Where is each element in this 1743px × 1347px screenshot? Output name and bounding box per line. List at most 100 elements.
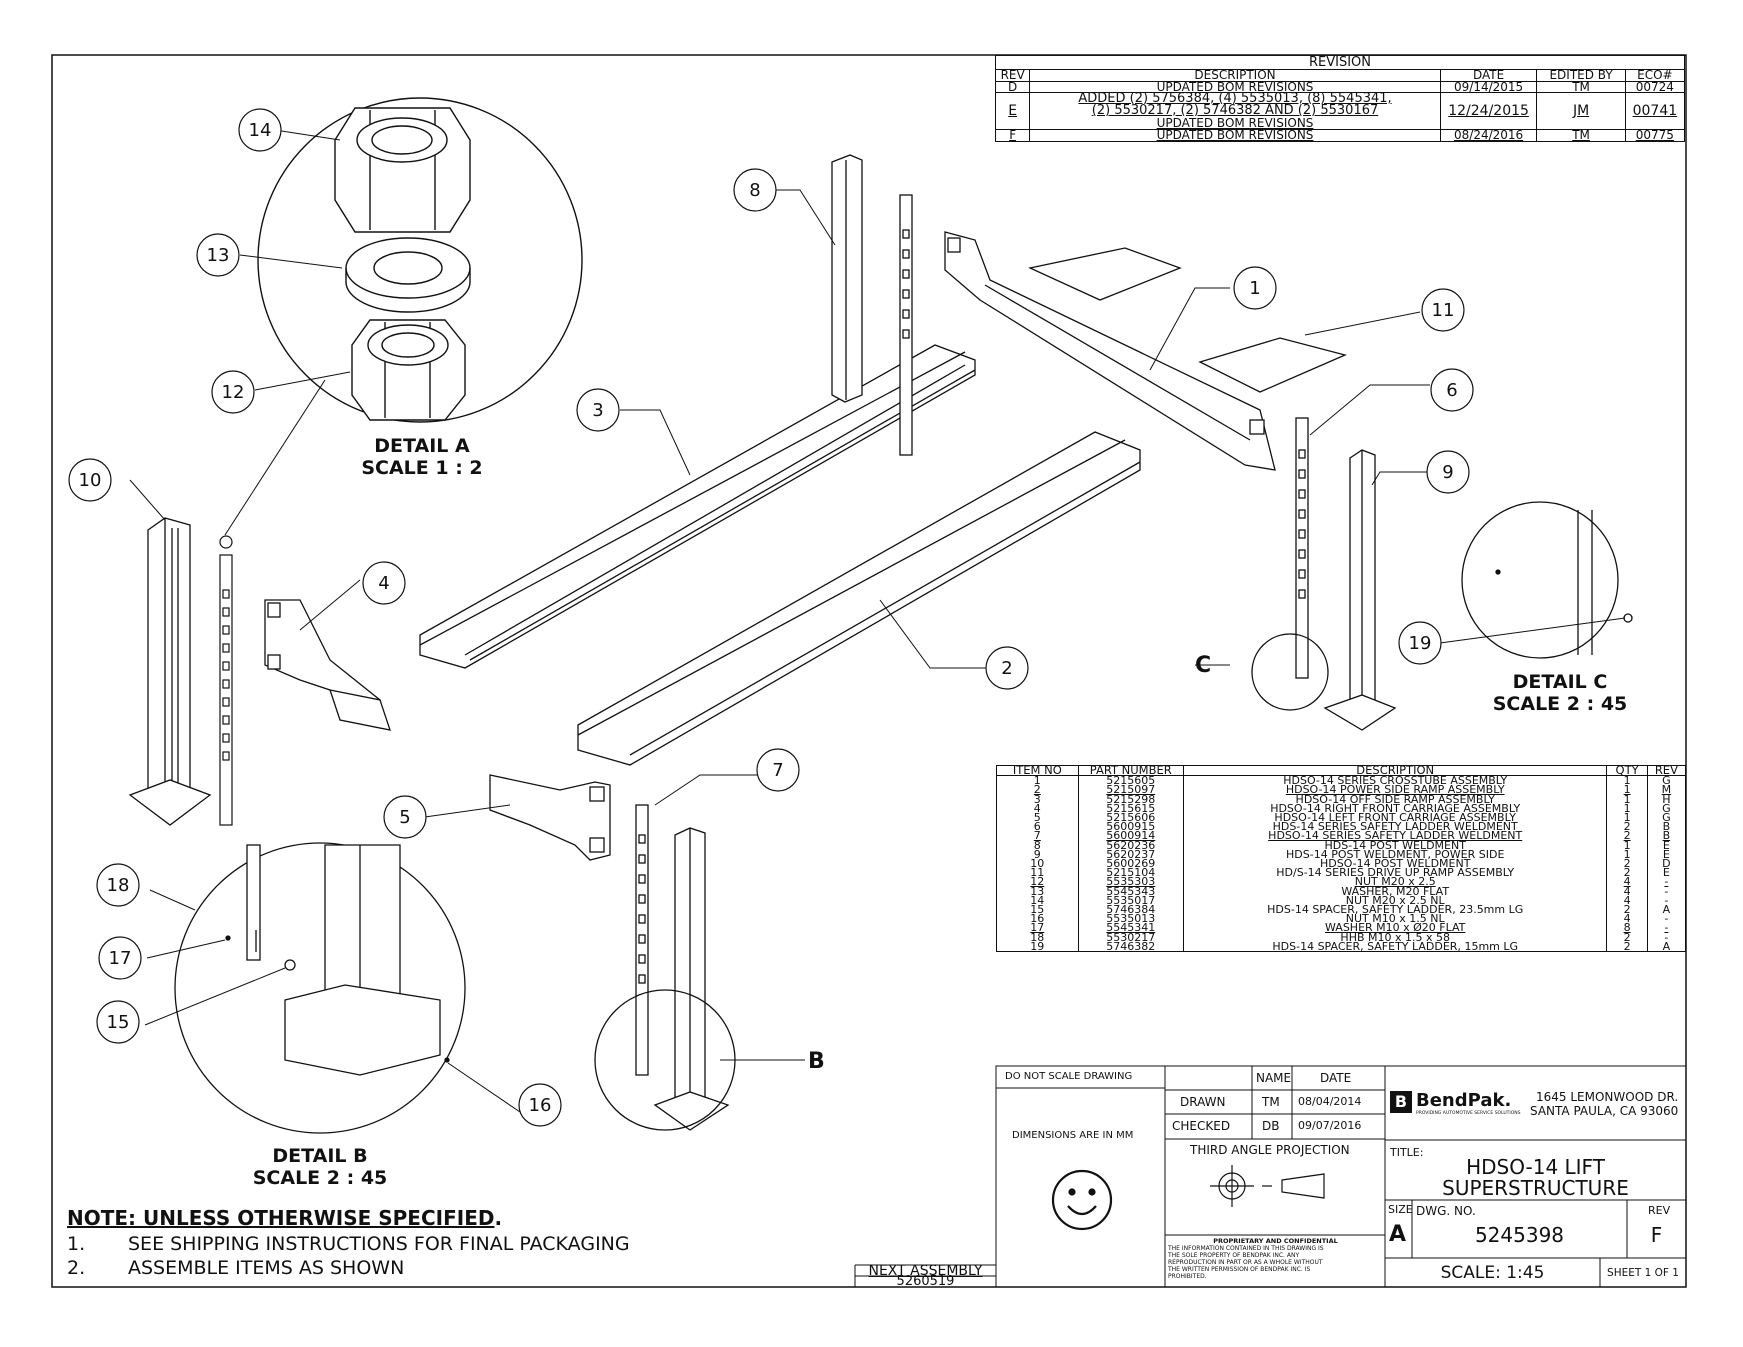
bom-header-row: ITEM NO PART NUMBER DESCRIPTION QTY REV (996, 764, 1687, 777)
bom-rev: G (1646, 813, 1687, 823)
notes-heading-suffix: . (494, 1206, 503, 1230)
scale-value: SCALE: 1:45 (1440, 1263, 1545, 1283)
balloon-6-label: 6 (1446, 380, 1457, 401)
bom-description: HDS-14 SPACER, SAFETY LADDER, 23.5mm LG (1182, 905, 1608, 915)
date-header: DATE (1320, 1071, 1352, 1085)
bom-part-number: 5545343 (1077, 886, 1184, 896)
address-line-2: SANTA PAULA, CA 93060 (1530, 1104, 1679, 1118)
bom-item-no: 11 (996, 868, 1079, 878)
sheet-border (51, 54, 1687, 1288)
detail-c-scale: SCALE 2 : 45 (1493, 693, 1628, 715)
bom-description: WASHER M10 x Ø20 FLAT (1182, 923, 1608, 933)
address-line-1: 1645 LEMONWOOD DR. (1536, 1090, 1679, 1104)
drawn-date: 08/04/2014 (1298, 1095, 1362, 1108)
left-front-carriage (489, 774, 611, 861)
bom-description: HDSO-14 POST WELDMENT (1182, 859, 1608, 869)
bom-part-number: 5535017 (1077, 895, 1184, 906)
rev-cell: F (994, 129, 1031, 142)
bom-description: HDSO-14 OFF SIDE RAMP ASSEMBLY (1182, 794, 1608, 804)
bom-item-no: 7 (996, 831, 1079, 841)
balloon-15-label: 15 (107, 1012, 130, 1033)
rev-desc-line: ADDED (2) 5756384, (4) 5535013, (8) 5545… (1078, 92, 1392, 106)
bom-description: HD/S-14 SERIES DRIVE UP RAMP ASSEMBLY (1182, 868, 1608, 878)
power-side-ramp (577, 431, 1141, 766)
bom-rev: A (1646, 941, 1687, 952)
off-side-ramp (419, 344, 976, 669)
name-header: NAME (1256, 1071, 1292, 1085)
bom-rev: - (1646, 932, 1687, 942)
title-block-lines (854, 1065, 1687, 1288)
bom-qty: 2 (1606, 822, 1648, 832)
bendpak-logo-icon: B (1390, 1091, 1412, 1113)
bill-of-materials: ITEM NO PART NUMBER DESCRIPTION QTY REV … (996, 764, 1687, 953)
bom-description: HDS-14 POST WELDMENT, POWER SIDE (1182, 849, 1608, 860)
rev-eco-cell: 00775 (1624, 129, 1686, 142)
balloon-5-label: 5 (399, 807, 410, 828)
bom-part-number: 5746382 (1077, 941, 1184, 952)
bom-qty: 1 (1606, 785, 1648, 795)
bom-item-no: 12 (996, 877, 1079, 887)
smiley-icon (1051, 1169, 1113, 1231)
detail-b-view (174, 842, 466, 1134)
size-label: SIZE (1388, 1203, 1413, 1216)
title-label: TITLE: (1390, 1146, 1424, 1159)
bom-description: HDSO-14 POWER SIDE RAMP ASSEMBLY (1182, 785, 1608, 795)
bom-part-number: 5600269 (1077, 859, 1184, 869)
proprietary-line: PROHIBITED. (1168, 1273, 1207, 1280)
rev-label: REV (1648, 1204, 1671, 1217)
note-1-text: SEE SHIPPING INSTRUCTIONS FOR FINAL PACK… (128, 1233, 630, 1255)
balloon-2-label: 2 (1001, 658, 1012, 679)
post-weldment-9 (1295, 417, 1397, 731)
bom-description: HDSO-14 LEFT FRONT CARRIAGE ASSEMBLY (1182, 813, 1608, 823)
bom-qty: 1 (1606, 803, 1648, 814)
bom-rev: - (1646, 895, 1687, 906)
bom-description: HHB M10 x 1.5 x 58 (1182, 932, 1608, 942)
balloon-19 (1398, 621, 1442, 665)
balloon-11 (1421, 288, 1465, 332)
dimensions-note: DIMENSIONS ARE IN MM (1012, 1130, 1134, 1141)
bom-part-number: 5535303 (1077, 877, 1184, 887)
balloon-9 (1426, 450, 1470, 494)
detail-a-scale: SCALE 1 : 2 (361, 457, 482, 479)
crosstube-assembly (944, 231, 1276, 471)
balloon-3 (576, 388, 620, 432)
bom-description: WASHER, M20 FLAT (1182, 886, 1608, 896)
bom-item-no: 3 (996, 794, 1079, 804)
rev-header-edited: EDITED BY (1536, 69, 1626, 82)
bom-item-no: 6 (996, 822, 1079, 832)
rev-edited-cell: TM (1536, 80, 1626, 93)
balloon-13-label: 13 (207, 245, 230, 266)
post-assembly-7 (635, 804, 730, 1131)
note-2-num: 2. (67, 1257, 86, 1279)
bom-item-no: 2 (996, 785, 1079, 795)
proprietary-line: REPRODUCTION IN PART OR AS A WHOLE WITHO… (1168, 1259, 1323, 1266)
balloon-12-label: 12 (222, 382, 245, 403)
balloon-17 (98, 936, 142, 980)
revision-row: E ADDED (2) 5756384, (4) 5535013, (8) 55… (994, 92, 1686, 130)
bom-rev: A (1646, 905, 1687, 915)
detail-b-letter: B (808, 1049, 825, 1074)
bom-qty: 2 (1606, 941, 1648, 952)
rev-edited-cell: JM (1536, 92, 1626, 130)
bom-part-number: 5215615 (1077, 803, 1184, 814)
bom-part-number: 5746384 (1077, 905, 1184, 915)
notes-heading: NOTE: UNLESS OTHERWISE SPECIFIED. (67, 1206, 502, 1230)
proprietary-line: THE SOLE PROPERTY OF BENDPAK INC. ANY (1168, 1252, 1300, 1259)
bom-description: NUT M20 x 2.5 NL (1182, 895, 1608, 906)
rev-value: F (1650, 1223, 1663, 1247)
detail-a-view (257, 97, 583, 423)
post-weldment-left (128, 517, 212, 826)
bom-rev: B (1646, 831, 1687, 841)
balloon-16 (518, 1083, 562, 1127)
balloon-14 (238, 108, 282, 152)
bom-qty: 1 (1606, 849, 1648, 860)
bom-description: HDS-14 SPACER, SAFETY LADDER, 15mm LG (1182, 941, 1608, 952)
balloon-4-label: 4 (378, 573, 389, 594)
rev-desc-cell: UPDATED BOM REVISIONS (1029, 80, 1441, 93)
